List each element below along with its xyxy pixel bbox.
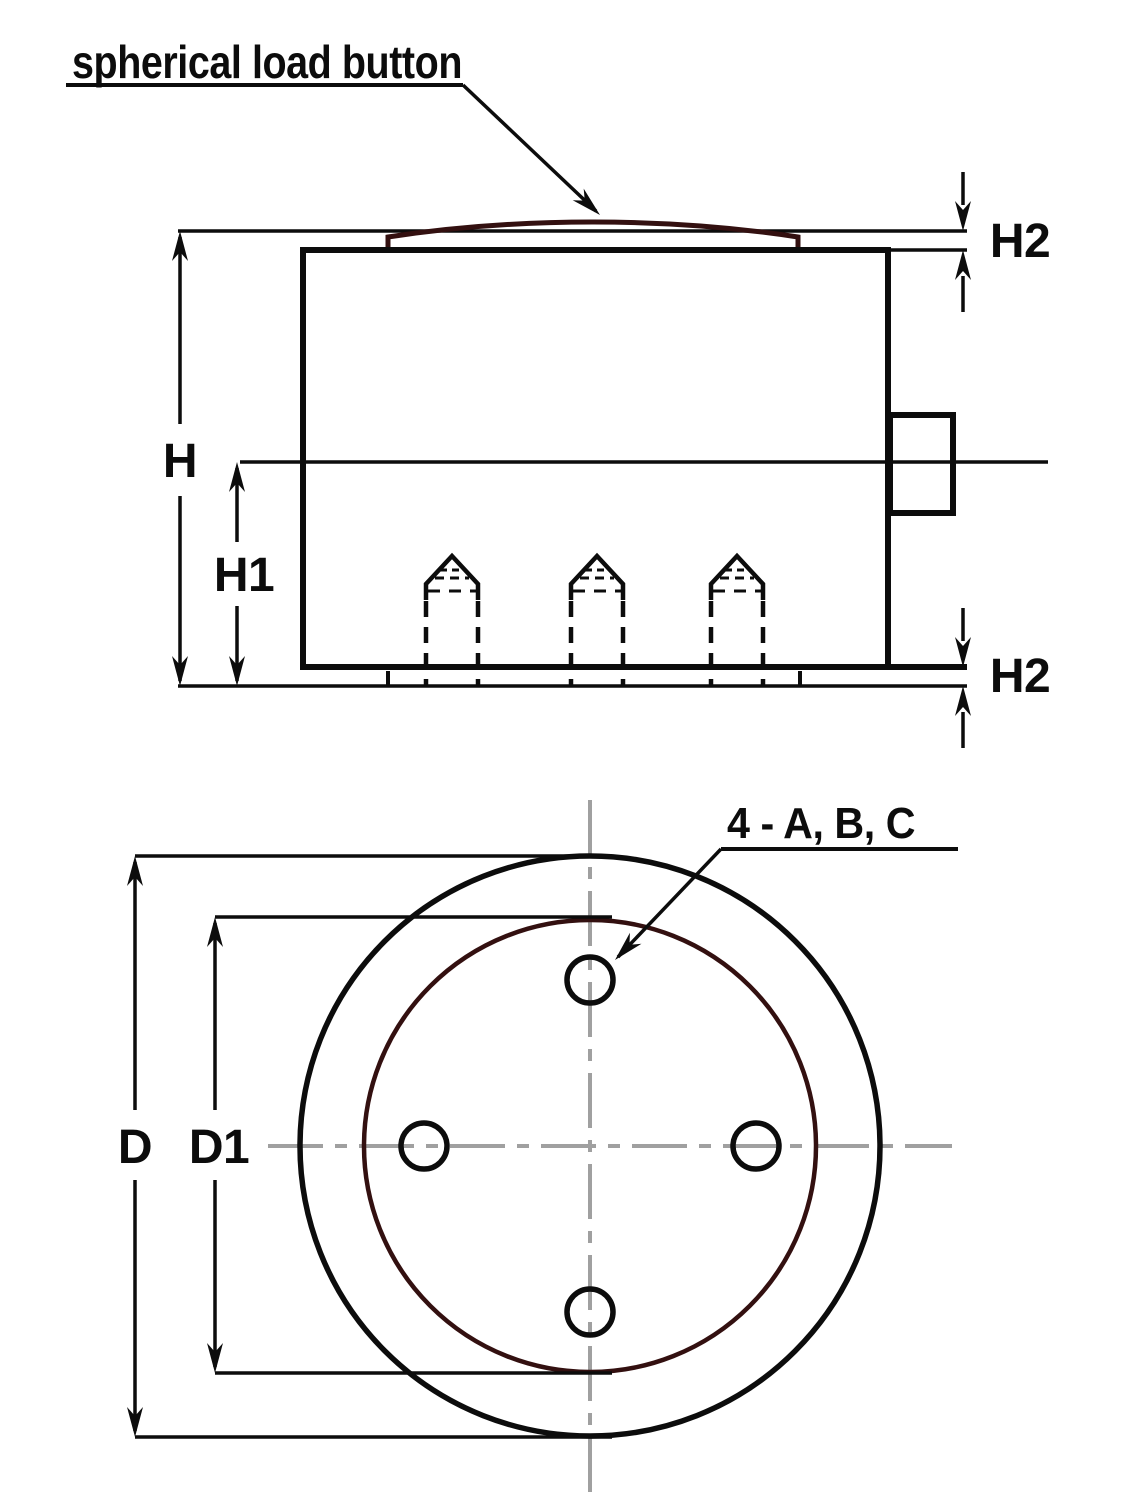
- arrow-up-icon: [229, 462, 245, 492]
- cable-connector: [887, 412, 956, 516]
- bottom-view: D D1 4 - A, B, C: [118, 799, 958, 1500]
- arrow-up-icon: [127, 856, 143, 886]
- arrow-down-icon: [172, 656, 188, 686]
- arrow-down-icon: [207, 1343, 223, 1373]
- dimension-H2-bottom: H2: [955, 608, 1051, 748]
- arrow-down-icon: [955, 637, 971, 667]
- callout-leader-line: [461, 83, 598, 213]
- threaded-hole-right: [708, 552, 766, 686]
- dimension-D: D: [118, 856, 153, 1437]
- spherical-load-button: [385, 219, 801, 249]
- mounting-hole-right: [730, 1120, 782, 1172]
- arrow-up-icon: [955, 250, 971, 280]
- dim-label-H1: H1: [214, 549, 274, 602]
- mounting-hole-left: [398, 1120, 450, 1172]
- side-view: spherical load button: [66, 36, 1051, 748]
- arrow-up-icon: [172, 231, 188, 261]
- dimension-H2-top: H2: [955, 172, 1051, 312]
- arrow-down-icon: [229, 656, 245, 686]
- dim-label-H: H: [163, 435, 197, 488]
- dim-label-D: D: [118, 1121, 152, 1174]
- arrow-up-icon: [207, 917, 223, 947]
- dim-label-H2-top: H2: [990, 215, 1050, 268]
- load-cell-body: [300, 247, 891, 670]
- callout-arrowhead-icon: [615, 932, 642, 960]
- dim-label-H2-bottom: H2: [990, 650, 1050, 703]
- mounting-hole-top: [564, 954, 616, 1006]
- dimension-D1: D1: [189, 917, 250, 1373]
- arrow-down-icon: [955, 201, 971, 231]
- callout-leader-line: [616, 847, 723, 959]
- callout-mounting-holes: 4 - A, B, C: [615, 799, 958, 960]
- arrow-down-icon: [127, 1407, 143, 1437]
- callout-holes-label: 4 - A, B, C: [727, 799, 915, 848]
- callout-spherical-load-button: spherical load button: [66, 36, 600, 215]
- callout-arrowhead-icon: [572, 188, 600, 215]
- base-flange: [386, 671, 802, 686]
- arrow-up-icon: [955, 686, 971, 716]
- callout-load-button-label: spherical load button: [72, 36, 462, 88]
- mounting-hole-bottom: [564, 1286, 616, 1338]
- dim-label-D1: D1: [189, 1121, 249, 1174]
- threaded-hole-left: [423, 552, 481, 686]
- dimension-H: H: [163, 231, 198, 686]
- threaded-hole-middle: [568, 552, 626, 686]
- dimension-H1: H1: [214, 462, 275, 686]
